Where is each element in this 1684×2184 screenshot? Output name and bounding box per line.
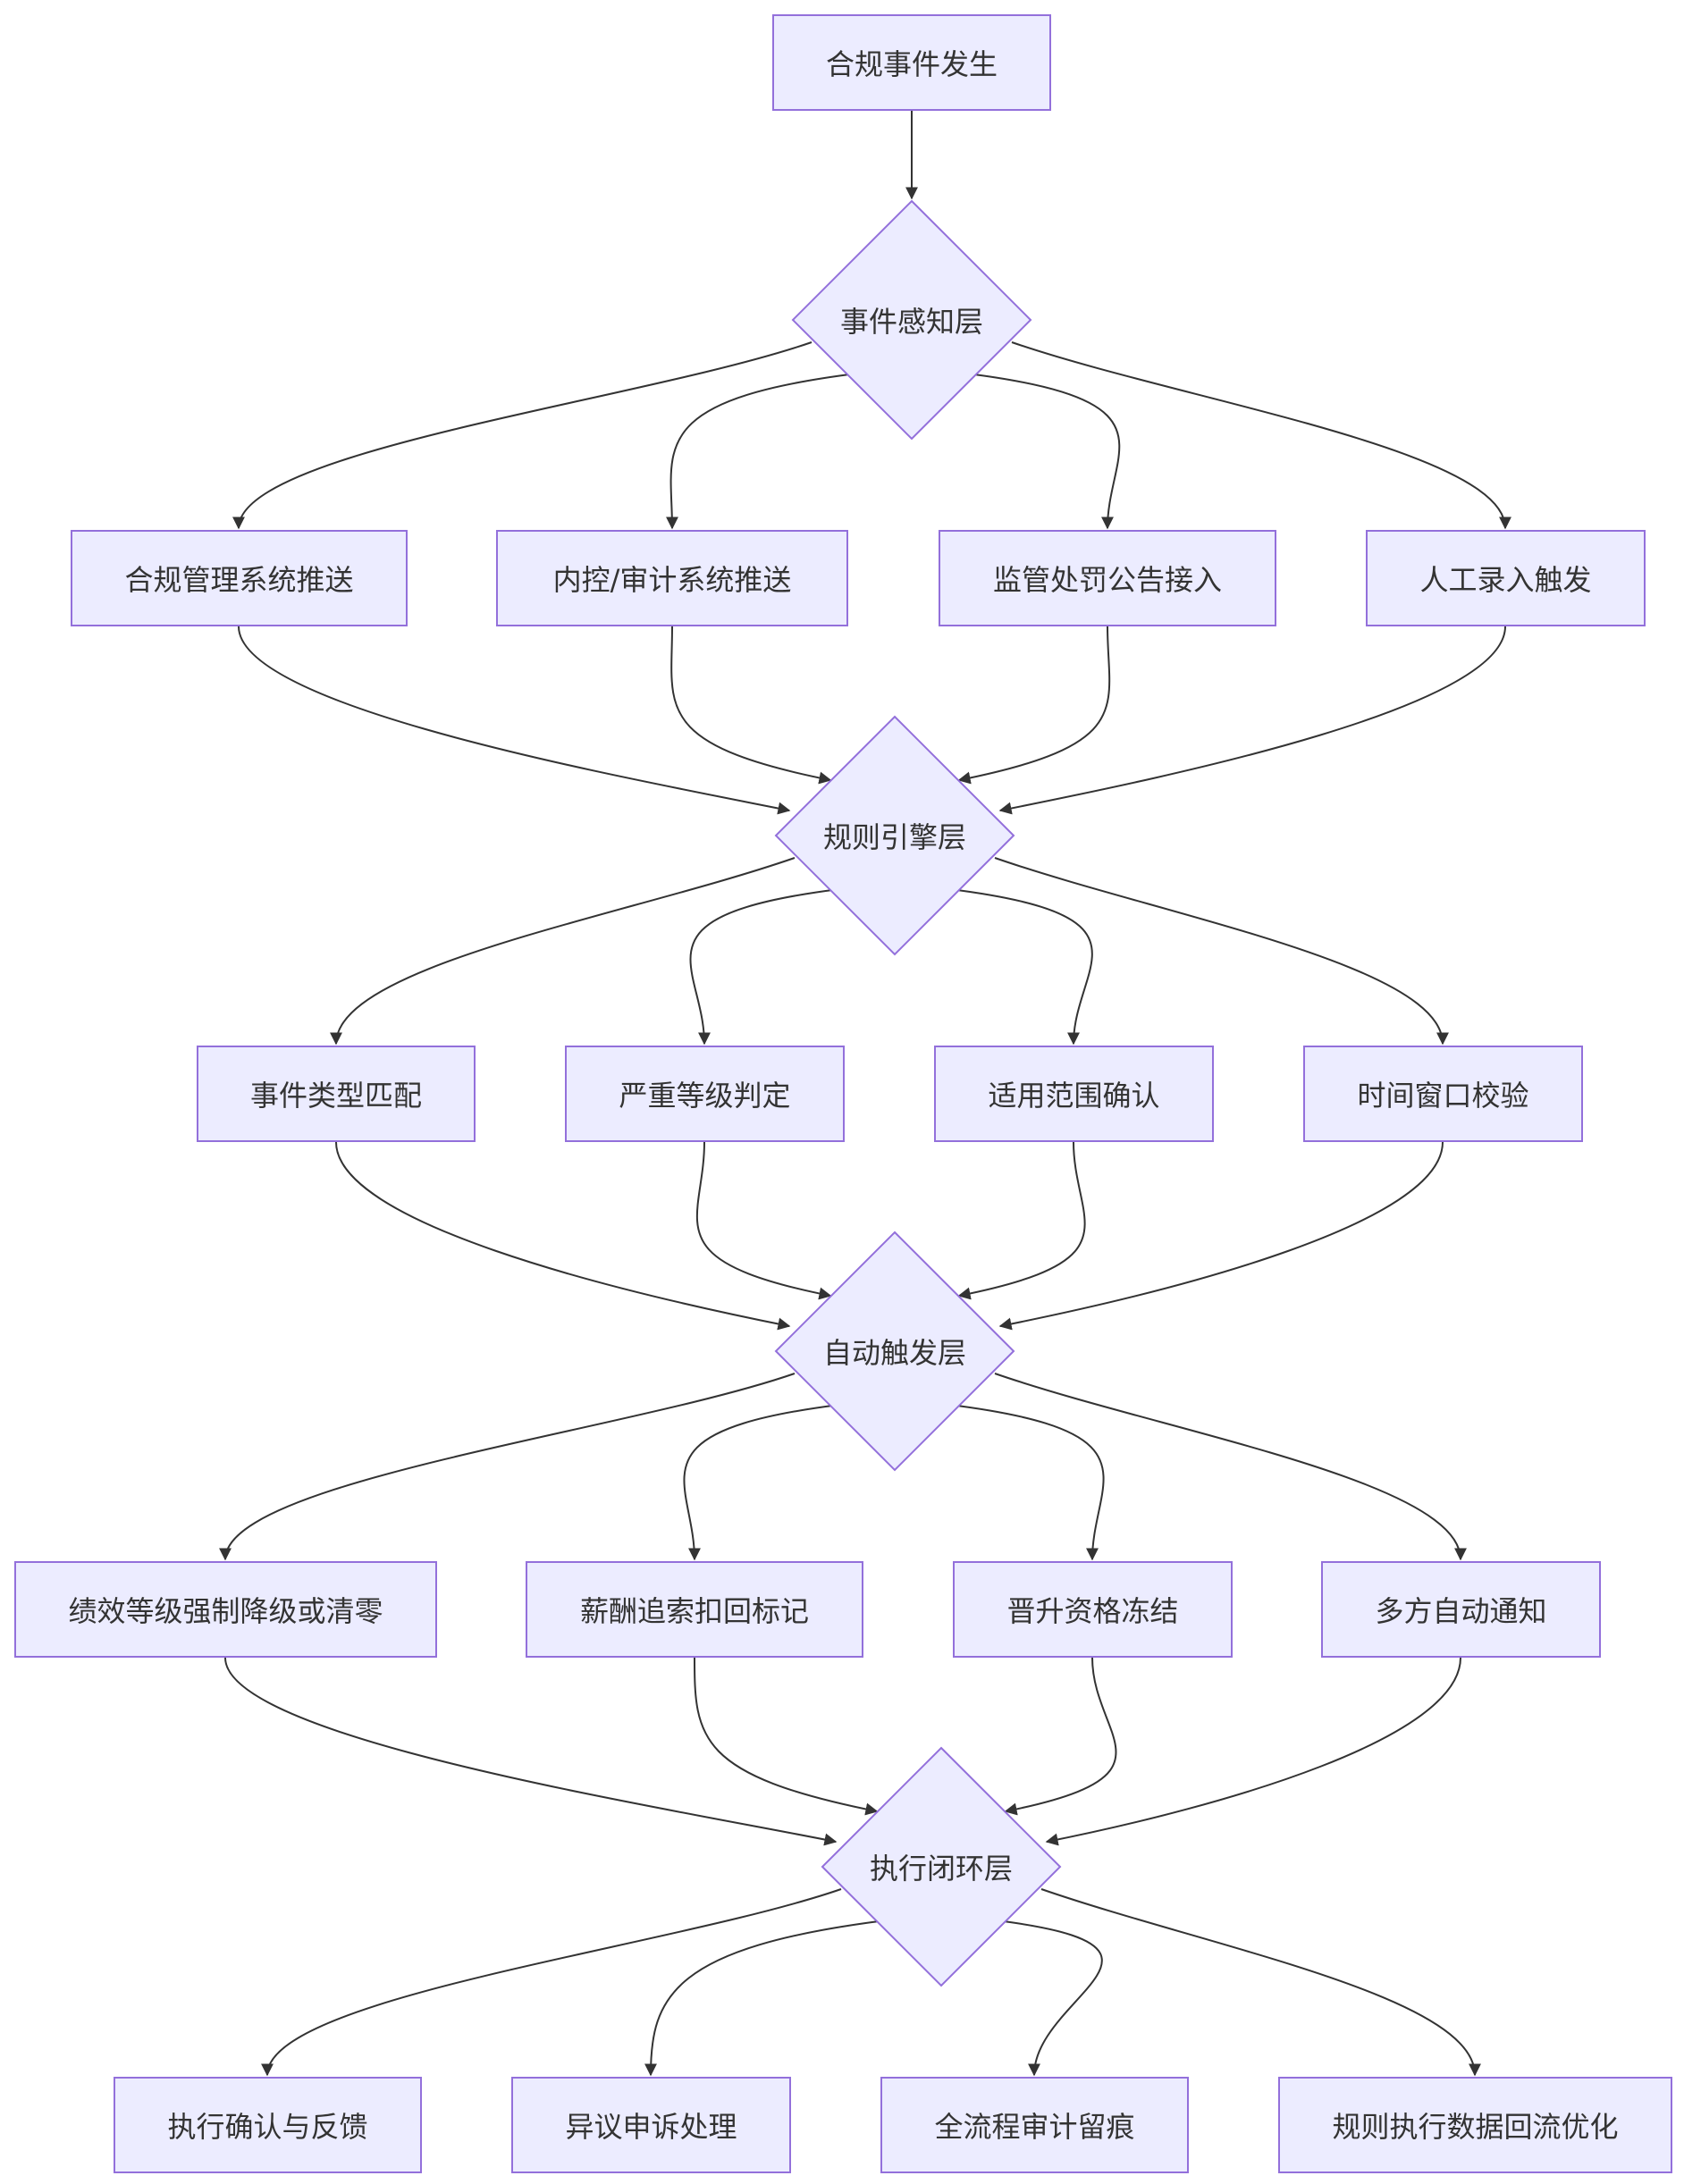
process-node: 绩效等级强制降级或清零 [14, 1561, 437, 1658]
process-label: 严重等级判定 [619, 1079, 791, 1113]
process-label: 绩效等级强制降级或清零 [68, 1594, 383, 1628]
process-label: 全流程审计留痕 [934, 2110, 1135, 2144]
decision-shape [774, 1231, 1015, 1472]
process-label: 晋升资格冻结 [1006, 1594, 1179, 1628]
process-label: 监管处罚公告接入 [992, 563, 1222, 597]
edge-child-to-layer [1004, 1657, 1117, 1816]
edge-layer-to-child [1011, 341, 1511, 530]
decision-node-event-perception: 事件感知层 [791, 199, 1032, 441]
decision-label: 执行闭环层 [869, 1852, 1013, 1886]
edge-child-to-layer [695, 1141, 832, 1300]
process-node: 人工录入触发 [1366, 530, 1646, 626]
process-node: 晋升资格冻结 [953, 1561, 1233, 1658]
edge-child-to-layer [335, 1141, 791, 1331]
decision-shape [774, 715, 1015, 956]
process-label: 内控/审计系统推送 [552, 563, 792, 597]
process-node: 事件类型匹配 [197, 1046, 476, 1142]
process-node: 时间窗口校验 [1303, 1046, 1583, 1142]
edge-layer-to-child [261, 1888, 842, 2077]
decision-label: 事件感知层 [839, 305, 983, 339]
start-node-label: 合规事件发生 [825, 47, 998, 81]
edge-layer-to-child [996, 1919, 1103, 2077]
process-label: 时间窗口校验 [1357, 1079, 1529, 1113]
decision-node-auto-trigger: 自动触发层 [774, 1231, 1015, 1472]
decision-shape [791, 199, 1032, 441]
decision-label: 自动触发层 [822, 1336, 966, 1370]
process-node: 适用范围确认 [934, 1046, 1214, 1142]
edge-layer-to-child [219, 1373, 796, 1561]
process-label: 合规管理系统推送 [124, 563, 354, 597]
edge-layer-to-child [232, 341, 813, 530]
process-label: 人工录入触发 [1419, 563, 1592, 597]
process-node: 严重等级判定 [565, 1046, 845, 1142]
edge-child-to-layer [224, 1657, 838, 1846]
process-node: 规则执行数据回流优化 [1278, 2077, 1672, 2173]
edge-layer-to-child [949, 1404, 1105, 1561]
decision-node-rule-engine: 规则引擎层 [774, 715, 1015, 956]
process-label: 异议申诉处理 [565, 2110, 737, 2144]
edge-child-to-layer [238, 626, 791, 815]
edge-child-to-layer [957, 1141, 1086, 1300]
edge-child-to-layer [957, 626, 1111, 785]
edge-child-to-layer [998, 626, 1506, 815]
decision-node-execution-loop: 执行闭环层 [821, 1746, 1062, 1987]
edge-child-to-layer [670, 626, 832, 785]
edge-layer-to-child [644, 1919, 887, 2077]
edge-layer-to-child [994, 857, 1449, 1046]
process-label: 规则执行数据回流优化 [1332, 2110, 1619, 2144]
process-node: 多方自动通知 [1321, 1561, 1601, 1658]
process-label: 薪酬追索扣回标记 [579, 1594, 809, 1628]
edge-layer-to-child [683, 1404, 840, 1561]
edge-layer-to-child [949, 888, 1093, 1046]
process-node: 全流程审计留痕 [880, 2077, 1189, 2173]
decision-shape [821, 1746, 1062, 1987]
edge-layer-to-child [1040, 1888, 1481, 2077]
process-label: 适用范围确认 [988, 1079, 1160, 1113]
edge-layer-to-child [330, 857, 796, 1046]
process-node: 内控/审计系统推送 [496, 530, 848, 626]
process-label: 执行确认与反馈 [167, 2110, 368, 2144]
process-node: 合规管理系统推送 [71, 530, 408, 626]
process-node: 监管处罚公告接入 [939, 530, 1276, 626]
decision-label: 规则引擎层 [822, 820, 966, 854]
edge-layer-to-child [966, 373, 1121, 530]
edge-layer-to-child [994, 1373, 1467, 1561]
process-label: 多方自动通知 [1375, 1594, 1547, 1628]
process-node: 执行确认与反馈 [114, 2077, 422, 2173]
start-node: 合规事件发生 [772, 14, 1051, 111]
edge-layer-to-child [689, 888, 840, 1046]
edge-child-to-layer [694, 1657, 879, 1816]
process-node: 异议申诉处理 [511, 2077, 791, 2173]
edge-child-to-layer [998, 1141, 1444, 1331]
edge-layer-to-child [665, 373, 857, 530]
process-node: 薪酬追索扣回标记 [526, 1561, 863, 1658]
process-label: 事件类型匹配 [249, 1079, 422, 1113]
edge-child-to-layer [1045, 1657, 1461, 1846]
